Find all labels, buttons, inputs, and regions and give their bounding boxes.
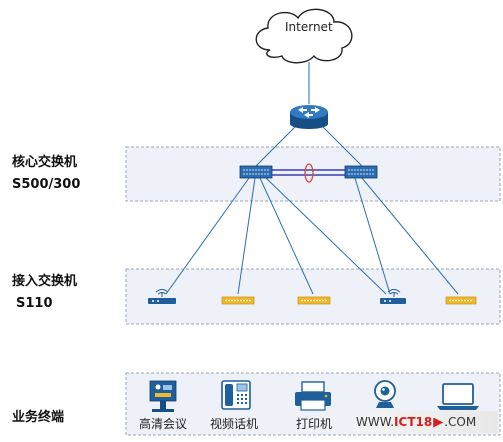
link-core-left-ap2 — [265, 177, 387, 295]
watermark-prefix: WWW. — [356, 415, 395, 429]
video-phone-icon — [221, 380, 251, 410]
uplinks — [165, 123, 459, 295]
router-icon — [290, 105, 328, 129]
access-tier-model: S110 — [16, 296, 53, 311]
terminal-tier-title: 业务终端 — [12, 410, 65, 425]
printer-label: 打印机 — [296, 417, 333, 431]
access-switch-3-icon — [445, 296, 477, 305]
access-zone — [125, 268, 501, 325]
video-conference-icon — [149, 380, 177, 412]
core-tier-title: 核心交换机 — [12, 155, 78, 170]
watermark-brand: ICT18 — [394, 415, 433, 429]
core-tier-model: S500/300 — [12, 177, 81, 192]
link-core-left-ap1 — [165, 177, 250, 295]
core-stack-link — [272, 163, 345, 183]
printer-icon — [295, 381, 331, 411]
video-conference-label: 高清会议 — [139, 417, 188, 431]
watermark: WWW.ICT18 .COM — [352, 411, 498, 433]
link-router-core-left — [255, 123, 299, 167]
wireless-ap-left-icon — [148, 289, 176, 304]
watermark-suffix: .COM — [444, 415, 477, 429]
link-core-right-ap2 — [354, 177, 391, 295]
core-switch-right-icon — [344, 165, 378, 179]
access-switch-1-icon — [221, 296, 255, 305]
link-core-left-sw1 — [237, 177, 256, 295]
access-switch-2-icon — [297, 296, 331, 305]
core-switch-left-icon — [239, 165, 273, 179]
webcam-icon — [374, 380, 396, 408]
link-core-left-sw2 — [259, 177, 314, 295]
internet-label: Internet — [285, 20, 333, 34]
flag-icon — [433, 417, 444, 428]
lag-ring-icon — [304, 163, 314, 183]
link-router-core-right — [319, 123, 363, 167]
video-phone-label: 视频话机 — [210, 417, 259, 431]
internet-cloud — [255, 8, 353, 64]
link-core-right-sw3 — [361, 177, 459, 295]
laptop-icon — [437, 383, 479, 410]
access-tier-title: 接入交换机 — [12, 274, 78, 289]
wireless-ap-right-icon — [380, 289, 406, 304]
